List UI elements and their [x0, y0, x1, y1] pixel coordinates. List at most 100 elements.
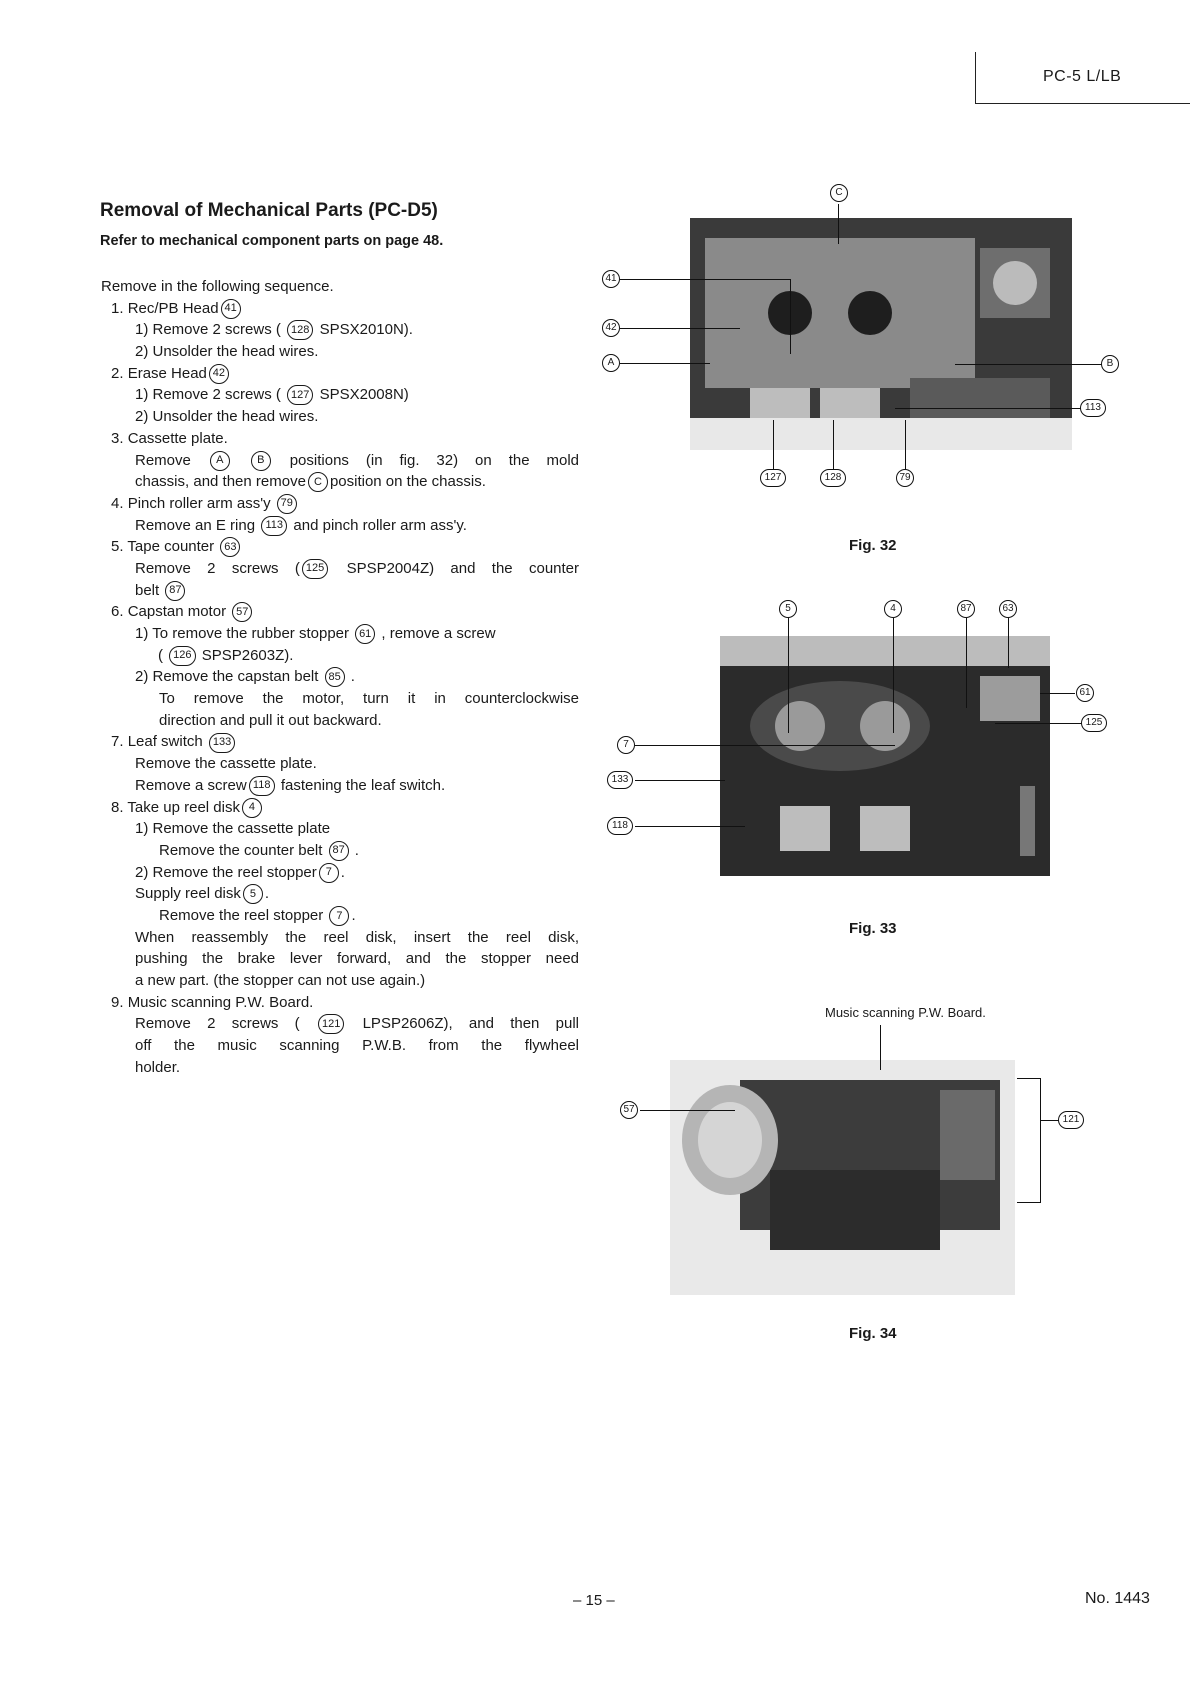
ref-circle: B: [250, 450, 271, 471]
step-8-note1: When reassembly the reel disk, insert th…: [135, 928, 579, 946]
text-fragment: 3.: [111, 429, 124, 447]
ref-circle: 133: [208, 732, 236, 753]
step-3: 3. Cassette plate.: [101, 428, 579, 450]
step-9-line1: Remove 2 screws ( 121 LPSP2606Z), and th…: [101, 1013, 579, 1035]
leader-line: [838, 204, 840, 244]
text-fragment: Erase Head: [127, 364, 207, 382]
step-6c-line2: direction and pull it out backward.: [159, 711, 382, 729]
leader-line: [895, 408, 1083, 410]
leader-line: [1040, 693, 1075, 695]
ref-circle: 126: [169, 645, 196, 666]
text-fragment: Remove a screw: [135, 776, 247, 794]
text-fragment: SPSX2010N).: [319, 321, 413, 339]
text-fragment: Remove 2 screws (: [135, 1015, 300, 1033]
callout-7: 7: [617, 736, 635, 754]
step-5: 5. Tape counter 63: [101, 536, 579, 558]
leader-line: [966, 618, 968, 708]
text-fragment: Cassette plate.: [127, 429, 228, 447]
text-fragment: Remove the reel stopper: [159, 906, 324, 924]
text-fragment: and pinch roller arm ass'y.: [293, 516, 467, 534]
callout-42: 42: [602, 319, 620, 337]
callout-79: 79: [896, 469, 914, 487]
leader-line: [1017, 1202, 1040, 1204]
intro-line: Remove in the following sequence.: [101, 278, 334, 295]
text-fragment: 6.: [111, 603, 124, 621]
callout-b: B: [1101, 355, 1119, 373]
step-6a: 1) To remove the rubber stopper 61 , rem…: [101, 623, 579, 645]
ref-circle: 57: [232, 602, 253, 623]
step-4: 4. Pinch roller arm ass'y 79: [101, 493, 579, 515]
step-5-line2: belt 87: [101, 580, 579, 602]
step-8a: 1) Remove the cassette plate: [135, 820, 331, 838]
ref-circle: 63: [220, 537, 241, 558]
step-8-note2: pushing the brake lever forward, and the…: [135, 950, 579, 968]
fig32-photo: [690, 218, 1072, 450]
step-8-note3: a new part. (the stopper can not use aga…: [135, 972, 426, 990]
leader-line: [880, 1025, 882, 1070]
step-6b: 2) Remove the capstan belt 85 .: [101, 666, 579, 688]
ref-circle: 127: [287, 385, 314, 406]
model-number: PC-5 L/LB: [1043, 68, 1122, 85]
leader-line: [955, 364, 1103, 366]
instructions: Remove in the following sequence. 1. Rec…: [101, 276, 579, 1079]
leader-line: [995, 723, 1090, 725]
step-4-line1: Remove an E ring 113 and pinch roller ar…: [101, 515, 579, 537]
figure-34: 57 121: [620, 1025, 1125, 1295]
text-fragment: LPSP2606Z), and then pull: [362, 1015, 580, 1033]
text-fragment: SPSP2603Z).: [201, 646, 294, 664]
leader-line: [635, 745, 895, 747]
step-9-line2: off the music scanning P.W.B. from the f…: [135, 1037, 579, 1055]
ref-circle: 41: [220, 298, 241, 319]
text-fragment: 2) Remove the reel stopper: [135, 863, 317, 881]
text-fragment: .: [351, 906, 356, 924]
text-fragment: Remove the counter belt: [159, 841, 323, 859]
ref-circle: 113: [261, 515, 288, 536]
text-fragment: 7.: [111, 733, 124, 751]
leader-line: [620, 363, 710, 365]
ref-circle: A: [209, 450, 230, 471]
step-7: 7. Leaf switch 133: [101, 731, 579, 753]
text-fragment: 2.: [111, 364, 124, 382]
callout-63: 63: [999, 600, 1017, 618]
text-fragment: Take up reel disk: [127, 798, 240, 816]
leader-line: [788, 618, 790, 733]
page-title: Removal of Mechanical Parts (PC-D5): [100, 200, 438, 221]
leader-line: [773, 420, 775, 470]
text-fragment: 1) To remove the rubber stopper: [135, 625, 350, 643]
leader-line: [833, 420, 835, 470]
ref-circle: 7: [318, 862, 339, 883]
page-subtitle: Refer to mechanical component parts on p…: [100, 233, 444, 249]
text-fragment: 4.: [111, 494, 124, 512]
callout-121: 121: [1058, 1111, 1084, 1129]
fig34-photo: [670, 1060, 1015, 1295]
text-fragment: positions (in fig. 32) on the mold: [289, 451, 580, 469]
text-fragment: 8.: [111, 798, 124, 816]
text-fragment: Tape counter: [127, 538, 215, 556]
fig32-caption: Fig. 32: [849, 537, 897, 554]
callout-113: 113: [1080, 399, 1106, 417]
step-3-line1: Remove A B positions (in fig. 32) on the…: [101, 450, 579, 472]
text-fragment: belt: [135, 581, 160, 599]
leader-line: [620, 279, 790, 281]
text-fragment: fastening the leaf switch.: [280, 776, 446, 794]
text-fragment: Capstan motor: [127, 603, 227, 621]
ref-circle: 118: [248, 775, 275, 796]
step-5-line1: Remove 2 screws (125 SPSP2004Z) and the …: [101, 558, 579, 580]
leader-line: [1040, 1078, 1042, 1203]
step-8-supply-cont: Remove the reel stopper 7.: [101, 905, 579, 927]
ref-circle: 42: [208, 363, 229, 384]
text-fragment: .: [340, 863, 345, 881]
callout-133: 133: [607, 771, 633, 789]
header-divider-vertical: [975, 52, 976, 104]
text-fragment: 1) Remove 2 screws (: [135, 321, 281, 339]
figure-33: 5 4 87 63 61 125 7 133 118: [607, 598, 1125, 888]
text-fragment: Supply reel disk: [135, 885, 241, 903]
leader-line: [620, 328, 740, 330]
callout-118: 118: [607, 817, 633, 835]
ref-circle: 125: [301, 558, 329, 579]
